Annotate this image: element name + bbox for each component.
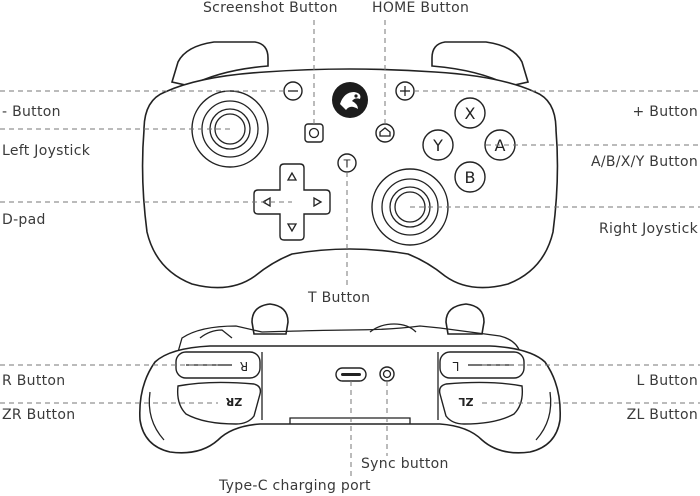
- r-bumper-glyph: R: [240, 359, 248, 373]
- type-c-port: [335, 367, 367, 382]
- dpad-up-arrow: [286, 171, 298, 181]
- t-button: T: [337, 153, 357, 173]
- r-bumper: R: [175, 351, 261, 379]
- brand-logo: [332, 82, 368, 118]
- minus-button: [283, 81, 303, 101]
- top-view-right-stick: [445, 303, 485, 335]
- label-l-button: L Button: [636, 373, 698, 389]
- front-right-bumper: [431, 41, 530, 87]
- zr-trigger-glyph: ZR: [225, 395, 242, 408]
- label-left-joystick: Left Joystick: [2, 143, 91, 159]
- label-sync-button: Sync button: [361, 456, 449, 472]
- leader-lines: [0, 20, 700, 478]
- t-button-glyph: T: [343, 158, 351, 171]
- top-view-left-stick: [251, 303, 289, 335]
- label-r-button: R Button: [2, 373, 66, 389]
- top-view: R L ZR ZL: [138, 303, 562, 454]
- label-home-button: HOME Button: [372, 0, 470, 16]
- abxy-buttons: X Y A B: [422, 97, 516, 193]
- label-zr-button: ZR Button: [2, 407, 76, 423]
- l-bumper-glyph: L: [452, 359, 459, 373]
- home-button: [375, 123, 395, 143]
- label-abxy-button: A/B/X/Y Button: [590, 154, 698, 170]
- front-view: T X Y A B: [141, 41, 559, 289]
- zl-trigger-glyph: ZL: [459, 395, 474, 408]
- sync-button: [379, 366, 395, 382]
- label-minus-button: - Button: [2, 104, 61, 120]
- left-joystick: [191, 90, 269, 168]
- y-button-glyph: Y: [432, 136, 443, 155]
- label-right-joystick: Right Joystick: [599, 221, 698, 237]
- dpad-down-arrow: [286, 223, 298, 233]
- label-type-c-port: Type-C charging port: [219, 478, 371, 494]
- label-dpad: D-pad: [2, 212, 46, 228]
- dpad-right-arrow: [313, 196, 323, 208]
- b-button-glyph: B: [465, 168, 476, 187]
- label-t-button: T Button: [308, 290, 371, 306]
- zl-trigger: ZL: [438, 381, 524, 425]
- label-screenshot-button: Screenshot Button: [203, 0, 338, 16]
- x-button-glyph: X: [465, 104, 476, 123]
- front-left-bumper: [170, 41, 269, 87]
- screenshot-button: [304, 123, 324, 143]
- plus-button: [395, 81, 415, 101]
- a-button-glyph: A: [495, 136, 506, 155]
- zr-trigger: ZR: [176, 381, 262, 425]
- label-plus-button: + Button: [632, 104, 698, 120]
- label-zl-button: ZL Button: [626, 407, 698, 423]
